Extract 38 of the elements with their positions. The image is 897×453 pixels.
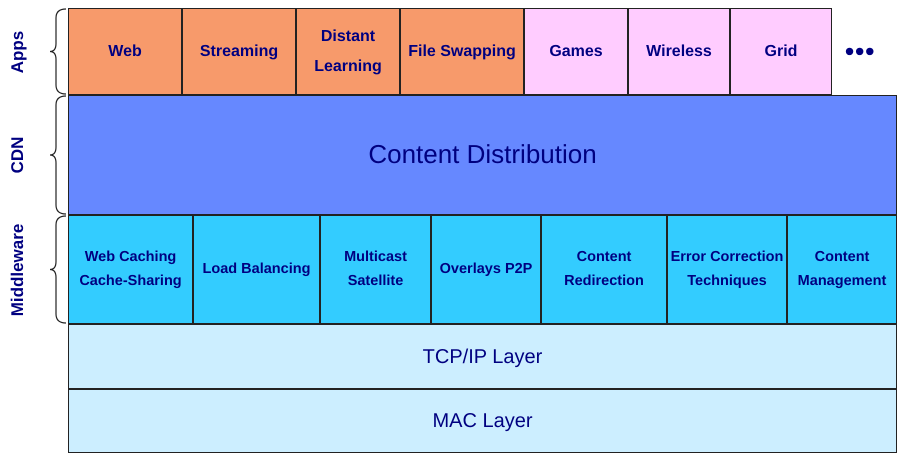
- middleware-cell: [541, 215, 667, 324]
- cell-label: Web Caching Cache-Sharing: [78, 248, 183, 290]
- cell-label: Web: [108, 42, 142, 62]
- layer-title: TCP/IP Layer: [422, 344, 542, 370]
- app-cell: [68, 8, 182, 95]
- band: [68, 95, 897, 215]
- ellipsis-label: •••: [845, 36, 876, 67]
- app-cell: [182, 8, 296, 95]
- middleware-cell: [320, 215, 431, 324]
- app-cell: [296, 8, 400, 95]
- app-cell: [400, 8, 524, 95]
- layer-label: Middleware: [8, 223, 28, 316]
- layer-label: CDN: [8, 136, 28, 174]
- layer-label: Apps: [8, 30, 28, 73]
- cell-label: Games: [549, 42, 603, 62]
- middleware-cell: [431, 215, 541, 324]
- app-cell: [628, 8, 730, 95]
- cell-label: Streaming: [200, 42, 278, 62]
- cell-label: File Swapping: [408, 42, 516, 62]
- cell-label: Content Management: [796, 248, 888, 290]
- middleware-cell: [787, 215, 897, 324]
- cell-label: Content Redirection: [563, 248, 645, 290]
- cell-label: Wireless: [646, 42, 712, 62]
- app-cell: [730, 8, 832, 95]
- middleware-cell: [68, 215, 193, 324]
- layer-title: Content Distribution: [368, 138, 597, 172]
- app-cell: [524, 8, 628, 95]
- cell-label: Overlays P2P: [440, 260, 532, 279]
- cell-label: Grid: [764, 42, 798, 62]
- cell-label: Load Balancing: [202, 260, 310, 279]
- layer-band: [68, 389, 897, 453]
- layer-band: [68, 324, 897, 389]
- cell-label: Distant Learning: [313, 26, 383, 76]
- cell-label: Error Correction Techniques: [670, 248, 784, 290]
- cell-label: Multicast Satellite: [343, 248, 408, 290]
- middleware-cell: [193, 215, 320, 324]
- layer-title: MAC Layer: [432, 409, 533, 434]
- middleware-cell: [667, 215, 787, 324]
